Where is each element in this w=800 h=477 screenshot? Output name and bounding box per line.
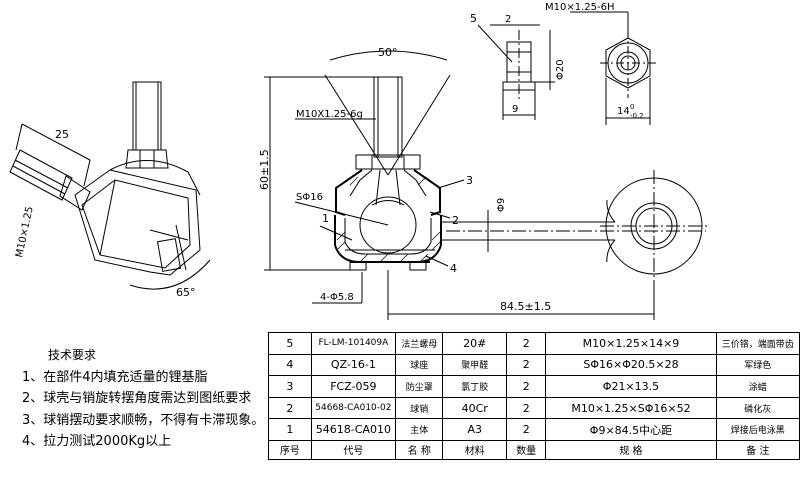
cell-no: 1: [268, 418, 312, 441]
callout-1: 1: [322, 212, 329, 225]
cell-code: QZ-16-1: [310, 353, 397, 377]
technical-requirements: 技术要求 1、在部件4内填充适量的锂基脂 2、球壳与销旋转摆角度需达到图纸要求 …: [22, 345, 267, 453]
cell-code: 54668-CA010-02: [310, 396, 397, 420]
requirement-item: 1、在部件4内填充适量的锂基脂: [22, 369, 208, 385]
dim-holes-label: 4-Φ5.8: [320, 292, 354, 303]
requirement-item: 4、拉力测试2000Kg以上: [22, 434, 172, 449]
nut-14-tol-upper: 0: [630, 103, 634, 111]
callout-2: 2: [452, 214, 459, 227]
cell-qty: 2: [505, 353, 547, 377]
cell-no: 2: [268, 396, 312, 420]
header-spec: 规 格: [545, 439, 717, 460]
nut-9-label: 9: [512, 104, 518, 115]
cell-spec: M10×1.25×SΦ16×52: [545, 396, 717, 420]
cell-name: 防尘罩: [395, 375, 444, 398]
cell-no: 4: [268, 353, 312, 377]
nut-detail-view: Φ20 2 9 5 M10×1.25-6H 14 0 -0.2: [470, 2, 656, 125]
cell-name: 球销: [395, 396, 444, 420]
cell-spec: Φ21×13.5: [545, 375, 717, 398]
angle-65-label: 65°: [176, 286, 196, 299]
cell-spec: SΦ16×Φ20.5×28: [545, 353, 717, 377]
table-header-row: 序号 代号 名 称 材料 数量 规 格 备 注: [268, 439, 800, 460]
nut-14-label: 14: [617, 106, 630, 117]
cell-qty: 2: [505, 396, 547, 420]
cell-material: 40Cr: [442, 396, 507, 420]
cell-code: FL-LM-101409A: [310, 332, 397, 355]
parts-table: 5 FL-LM-101409A 法兰螺母 20# 2 M10×1.25×14×9…: [268, 332, 800, 460]
callout-3: 3: [466, 174, 473, 187]
cell-spec: Φ9×84.5中心距: [545, 418, 717, 441]
nut-2-label: 2: [505, 14, 511, 25]
cell-qty: 2: [505, 418, 547, 441]
header-code: 代号: [310, 439, 397, 460]
cell-note: 涂蜡: [715, 375, 800, 398]
section-view: 50° M10X1.25-6g: [258, 46, 710, 320]
header-material: 材料: [442, 439, 507, 460]
cell-note: 焊接后电泳黑: [715, 418, 800, 441]
header-no: 序号: [268, 439, 312, 460]
header-note: 备 注: [715, 439, 800, 460]
angled-view: 25 M10×1.25 65°: [9, 81, 211, 299]
dim-25-label: 25: [55, 128, 69, 141]
dim-60-label: 60±1.5: [258, 149, 271, 190]
cell-name: 法兰螺母: [395, 332, 444, 355]
cell-note: 磷化灰: [715, 396, 800, 420]
table-row: 1 54618-CA010 主体 A3 2 Φ9×84.5中心距 焊接后电泳黑: [268, 418, 800, 441]
thread-label: M10X1.25-6g: [296, 109, 363, 120]
nut-thread-label: M10×1.25-6H: [545, 2, 615, 13]
dim-sphere-label: SΦ16: [296, 192, 323, 203]
cell-code: 54618-CA010: [310, 418, 397, 441]
cell-qty: 2: [505, 375, 547, 398]
cell-name: 主体: [395, 418, 444, 441]
table-row: 4 QZ-16-1 球座 聚甲醛 2 SΦ16×Φ20.5×28 军绿色: [268, 353, 800, 377]
cell-spec: M10×1.25×14×9: [545, 332, 717, 355]
table-row: 3 FCZ-059 防尘罩 氯丁胶 2 Φ21×13.5 涂蜡: [268, 375, 800, 398]
requirement-item: 2、球壳与销旋转摆角度需达到图纸要求: [22, 391, 252, 406]
cell-code: FCZ-059: [310, 375, 397, 398]
callout-5: 5: [470, 12, 477, 25]
cell-material: 氯丁胶: [442, 375, 507, 398]
cell-no: 3: [268, 375, 312, 398]
dim-phi9-label: Φ9: [496, 198, 507, 212]
requirements-title: 技术要求: [48, 348, 97, 362]
nut-dia-label: Φ20: [555, 59, 566, 80]
header-name: 名 称: [395, 439, 444, 460]
table-row: 2 54668-CA010-02 球销 40Cr 2 M10×1.25×SΦ16…: [268, 396, 800, 420]
cell-material: 20#: [442, 332, 507, 355]
cell-note: 三价铬，端面带齿: [715, 332, 800, 355]
requirement-item: 3、球销摆动要求顺畅，不得有卡滞现象。: [22, 412, 265, 428]
header-qty: 数量: [505, 439, 547, 460]
cell-no: 5: [268, 332, 312, 355]
cell-material: A3: [442, 418, 507, 441]
cell-note: 军绿色: [715, 353, 800, 377]
thread-left-label: M10×1.25: [14, 205, 36, 258]
angle-50-label: 50°: [378, 46, 398, 59]
table-row: 5 FL-LM-101409A 法兰螺母 20# 2 M10×1.25×14×9…: [268, 332, 800, 355]
nut-14-tol-lower: -0.2: [630, 112, 644, 120]
cell-qty: 2: [505, 332, 547, 355]
cell-name: 球座: [395, 353, 444, 377]
dim-length-label: 84.5±1.5: [500, 300, 551, 313]
callout-4: 4: [450, 262, 457, 275]
cell-material: 聚甲醛: [442, 353, 507, 377]
